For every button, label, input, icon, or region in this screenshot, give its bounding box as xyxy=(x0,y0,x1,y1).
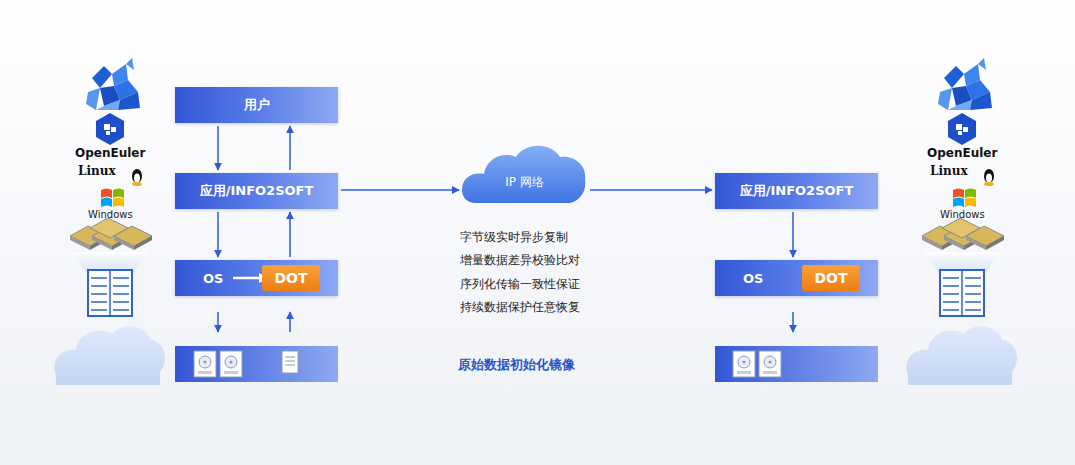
feature-text: 持续数据保护任意恢复 xyxy=(460,299,580,316)
node-text: 用户 xyxy=(244,96,270,114)
node-text: IP 网络 xyxy=(505,174,544,191)
flow-arrow xyxy=(217,212,219,257)
flow-arrow xyxy=(289,212,291,257)
feature-text: 字节级实时异步复制 xyxy=(460,229,568,246)
app-box: 应用/INFO2SOFT xyxy=(715,173,878,209)
node-text: OS xyxy=(743,271,763,286)
flow-arrow xyxy=(792,212,794,257)
logo-text: OpenEuler xyxy=(75,146,145,160)
app-box: 应用/INFO2SOFT xyxy=(175,173,338,209)
dot-box: DOT xyxy=(802,265,860,291)
flow-arrow xyxy=(590,189,712,191)
note-text: 原始数据初始化镜像 xyxy=(458,356,575,374)
node-text: DOT xyxy=(814,270,847,286)
logo-text: Windows xyxy=(940,209,985,220)
flow-arrow xyxy=(289,126,291,170)
os-box: OS DOT xyxy=(715,260,878,296)
flow-arrow xyxy=(217,126,219,170)
logo-text: Linux xyxy=(78,164,116,178)
logo-text: Linux xyxy=(930,164,968,178)
network-cloud: IP 网络 xyxy=(462,140,587,210)
os-box: OS DOT xyxy=(175,260,338,296)
node-text: OS xyxy=(203,271,223,286)
user-box: 用户 xyxy=(175,87,338,123)
feature-text: 序列化传输一致性保证 xyxy=(460,276,580,293)
flow-arrow xyxy=(341,189,459,191)
logo-text: OpenEuler xyxy=(927,146,997,160)
node-text: DOT xyxy=(274,270,307,286)
logo-text: Windows xyxy=(88,209,133,220)
node-text: 应用/INFO2SOFT xyxy=(740,182,854,200)
dot-box: DOT xyxy=(262,265,320,291)
feature-text: 增量数据差异校验比对 xyxy=(460,252,580,269)
node-text: 应用/INFO2SOFT xyxy=(200,182,314,200)
